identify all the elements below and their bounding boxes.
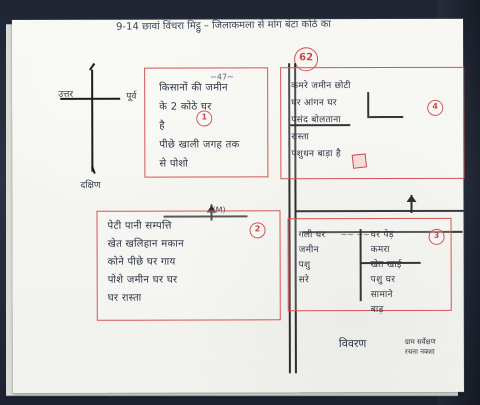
header-note: 9-14 छावां विंचरा मिट्ठु – जिलाकमला से म… (116, 18, 332, 33)
plot-three-divider (360, 261, 421, 264)
compass-vertical-line (91, 69, 94, 172)
compass-diagram: उत्तर पूर्व दक्षिण (46, 60, 156, 200)
plot-box-four: 4 कमरे जमीन छोटी घर आंगन घर पसंद बोलताना… (280, 66, 465, 180)
paper-sheet: 9-14 छावां विंचरा मिट्ठु – जिलाकमला से म… (12, 18, 465, 393)
compass-label-north: उत्तर (58, 89, 74, 100)
arrow-icon (402, 195, 420, 213)
plot-box-two: 2 पेटी पानी सम्पत्ति खेत खलिहान मकान कोन… (96, 210, 281, 321)
plot-three-right-text: घर पेड़ कमरा खेत खाई पशु घर सामाने बाड़ (370, 230, 402, 316)
plot-three-left-text: गली घर जमीन पशु सरे (298, 230, 326, 286)
plot-four-divider (367, 92, 370, 119)
footer-right-note: ग्राम सर्वेक्षण रचना नक्शा (404, 337, 436, 356)
plot-one-text: किसानों की जमीन के 2 कोठे घर है पीछे खाल… (159, 82, 240, 170)
compass-label-east: पूर्व (126, 91, 137, 102)
plot-two-text: पेटी पानी सम्पत्ति खेत खलिहान मकान कोने … (107, 220, 184, 304)
plot-box-three: 3 गली घर जमीन पशु सरे घर पेड़ कमरा खेत ख… (287, 217, 452, 316)
plot-three-divider (359, 229, 362, 302)
plot-four-divider (369, 115, 404, 118)
red-stamp-icon (351, 153, 368, 169)
plot-box-one: 1 किसानों की जमीन के 2 कोठे घर है पीछे ख… (144, 67, 269, 178)
compass-label-south: दक्षिण (80, 180, 101, 191)
upper-road (294, 209, 465, 213)
compass-arrow-bottom (91, 165, 96, 174)
footer-left-note: विवरण (338, 337, 367, 351)
plot-four-divider (290, 124, 351, 126)
